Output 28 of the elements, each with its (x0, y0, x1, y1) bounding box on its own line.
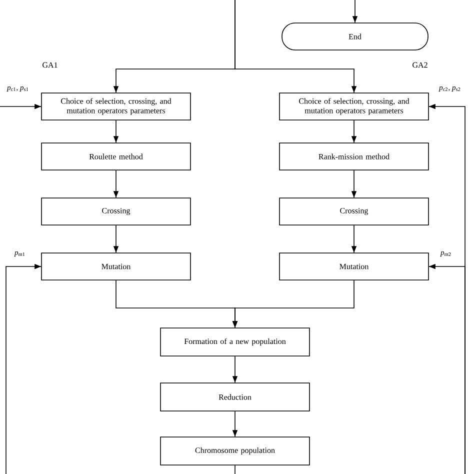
arrow (351, 120, 357, 143)
process-box: Formation of a new population (160, 328, 310, 356)
arrow (113, 120, 119, 143)
arrow (113, 225, 119, 253)
process-box: Rank-mission method (279, 142, 429, 170)
process-box: Roulette method (41, 142, 191, 170)
process-box: Crossing (41, 198, 191, 226)
arrow (351, 170, 357, 198)
terminator-box: End (282, 22, 428, 50)
arrow (113, 170, 119, 198)
group-label: GA2 (412, 62, 428, 68)
group-label: GA1 (42, 62, 58, 68)
process-box: Choice of selection, crossing, and mutation operators parameters (41, 92, 191, 120)
arrow (232, 280, 354, 328)
arrow (351, 225, 357, 253)
process-box: Reduction (160, 382, 310, 412)
process-box: Mutation (41, 252, 191, 280)
process-box: Mutation (279, 252, 429, 280)
arrow (6, 264, 42, 474)
process-box: Choice of selection, crossing, and mutation operators parameters (279, 92, 429, 120)
process-box: Crossing (279, 198, 429, 226)
arrow (428, 264, 466, 474)
arrow (0, 104, 42, 110)
arrow (232, 356, 238, 383)
arrow (352, 0, 358, 23)
process-box: Chromosome population (160, 436, 310, 466)
arrow (234, 0, 357, 93)
arrow (232, 411, 238, 437)
